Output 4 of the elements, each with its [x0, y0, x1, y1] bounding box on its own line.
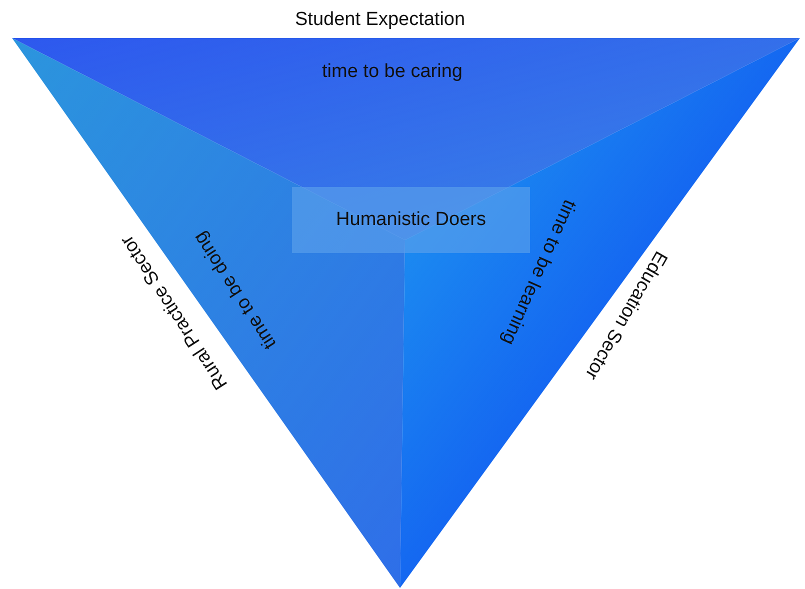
center-box	[292, 187, 530, 253]
face-label: time to be caring	[322, 61, 462, 83]
side-label: Student Expectation	[295, 9, 466, 31]
box-title: Humanistic Doers	[336, 209, 486, 231]
